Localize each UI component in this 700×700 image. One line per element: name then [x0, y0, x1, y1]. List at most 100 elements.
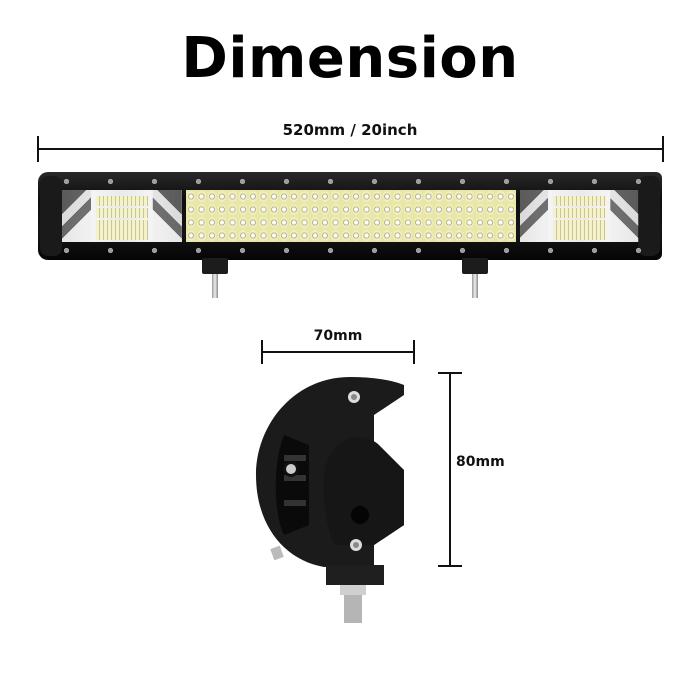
led [238, 230, 247, 241]
led [465, 230, 474, 241]
screw-icon [64, 179, 69, 184]
led [341, 217, 350, 228]
led [362, 191, 371, 202]
led [248, 217, 258, 228]
led [269, 204, 278, 215]
page-title: Dimension [181, 26, 519, 91]
led [352, 204, 361, 215]
led [413, 230, 423, 241]
led [248, 230, 258, 241]
led [228, 191, 237, 202]
led [197, 191, 206, 202]
led [382, 204, 392, 215]
led [486, 217, 495, 228]
screw-icon [372, 248, 377, 253]
led [248, 191, 258, 202]
led [238, 204, 247, 215]
led [372, 217, 381, 228]
led [413, 204, 423, 215]
screw-icon [64, 248, 69, 253]
led [352, 191, 361, 202]
led [403, 204, 412, 215]
led [207, 230, 216, 241]
led [321, 204, 330, 215]
led [444, 204, 454, 215]
led [444, 191, 454, 202]
length-label: 520mm / 20inch [282, 121, 418, 139]
screw-icon [548, 248, 553, 253]
led [393, 217, 402, 228]
screw-icon [592, 179, 597, 184]
led [259, 191, 268, 202]
led [352, 230, 361, 241]
led [341, 191, 350, 202]
led [300, 204, 309, 215]
led [279, 191, 289, 202]
led [372, 204, 381, 215]
screw-icon [416, 248, 421, 253]
led [259, 204, 268, 215]
led [475, 217, 485, 228]
led [217, 191, 227, 202]
screw-icon [548, 179, 553, 184]
led [310, 217, 320, 228]
led [197, 204, 206, 215]
screw-icon [152, 248, 157, 253]
led [475, 230, 485, 241]
width-tick-right [413, 340, 415, 364]
led [444, 230, 454, 241]
led [475, 191, 485, 202]
end-cap-right [638, 176, 660, 256]
mount-bracket-right [462, 258, 488, 274]
led [382, 217, 392, 228]
led [434, 191, 443, 202]
led [341, 204, 350, 215]
led [248, 204, 258, 215]
led [372, 191, 381, 202]
led [310, 204, 320, 215]
led [434, 217, 443, 228]
led [197, 230, 206, 241]
led [506, 230, 515, 241]
led [382, 191, 392, 202]
led [486, 191, 495, 202]
width-line [262, 351, 414, 353]
mount-bolt-right [472, 274, 478, 298]
led [269, 191, 278, 202]
led [279, 204, 289, 215]
height-line [449, 373, 451, 566]
led [259, 217, 268, 228]
led [465, 217, 474, 228]
led [279, 217, 289, 228]
screw-icon [240, 248, 245, 253]
led [424, 204, 433, 215]
screw-icon [504, 248, 509, 253]
led [403, 191, 412, 202]
led [187, 230, 196, 241]
led [331, 217, 340, 228]
led [424, 191, 433, 202]
led [217, 217, 227, 228]
led [475, 204, 485, 215]
screw-icon [372, 179, 377, 184]
led [455, 204, 464, 215]
mount-bolt-left [212, 274, 218, 298]
screw-icon [240, 179, 245, 184]
side-view-illustration [256, 377, 404, 623]
led [269, 230, 278, 241]
led [465, 191, 474, 202]
screw-icon [284, 248, 289, 253]
led [331, 230, 340, 241]
spot-led-array [186, 190, 516, 242]
led [424, 230, 433, 241]
led [506, 217, 515, 228]
led [238, 217, 247, 228]
led [393, 230, 402, 241]
led [496, 191, 505, 202]
led [259, 230, 268, 241]
led [496, 217, 505, 228]
led [207, 204, 216, 215]
height-tick-bottom [438, 565, 462, 567]
led [362, 230, 371, 241]
led [496, 230, 505, 241]
